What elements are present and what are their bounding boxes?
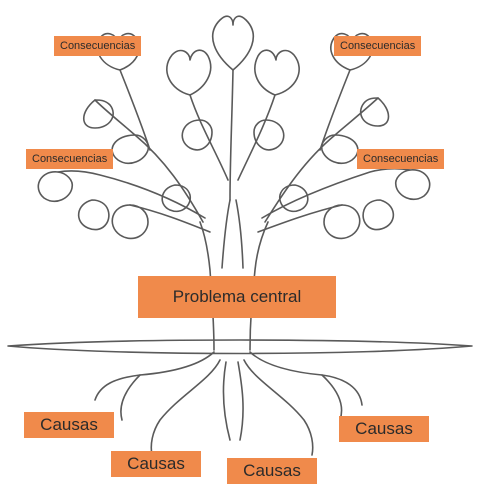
leaf — [280, 185, 308, 211]
consequence-label-mid-left: Consecuencias — [26, 149, 113, 169]
leaf — [167, 50, 211, 95]
leaf — [324, 205, 360, 238]
cause-label-3: Causas — [227, 458, 317, 484]
leaf — [112, 205, 148, 238]
tree-roots — [95, 352, 362, 455]
leaf — [396, 170, 430, 199]
leaf — [79, 200, 109, 230]
consequence-label-mid-right: Consecuencias — [357, 149, 444, 169]
central-problem-label: Problema central — [138, 276, 336, 318]
branch-left-top — [120, 70, 150, 150]
consequence-label-top-right: Consecuencias — [334, 36, 421, 56]
leaf — [361, 98, 389, 126]
cause-label-2: Causas — [111, 451, 201, 477]
branch-center-left — [190, 95, 228, 180]
leaf — [112, 135, 148, 163]
leaf — [255, 50, 299, 95]
trunk-inner — [222, 200, 243, 268]
ground-line — [8, 340, 472, 354]
branch-center-right — [238, 95, 275, 180]
leaf — [363, 200, 393, 230]
leaf — [213, 16, 254, 70]
branch-right-top — [320, 70, 350, 150]
branch-center — [230, 70, 233, 200]
cause-label-4: Causas — [339, 416, 429, 442]
cause-label-1: Causas — [24, 412, 114, 438]
leaf — [38, 172, 72, 201]
branch-left-mid — [58, 171, 205, 218]
leaf — [322, 135, 358, 163]
consequence-label-top-left: Consecuencias — [54, 36, 141, 56]
